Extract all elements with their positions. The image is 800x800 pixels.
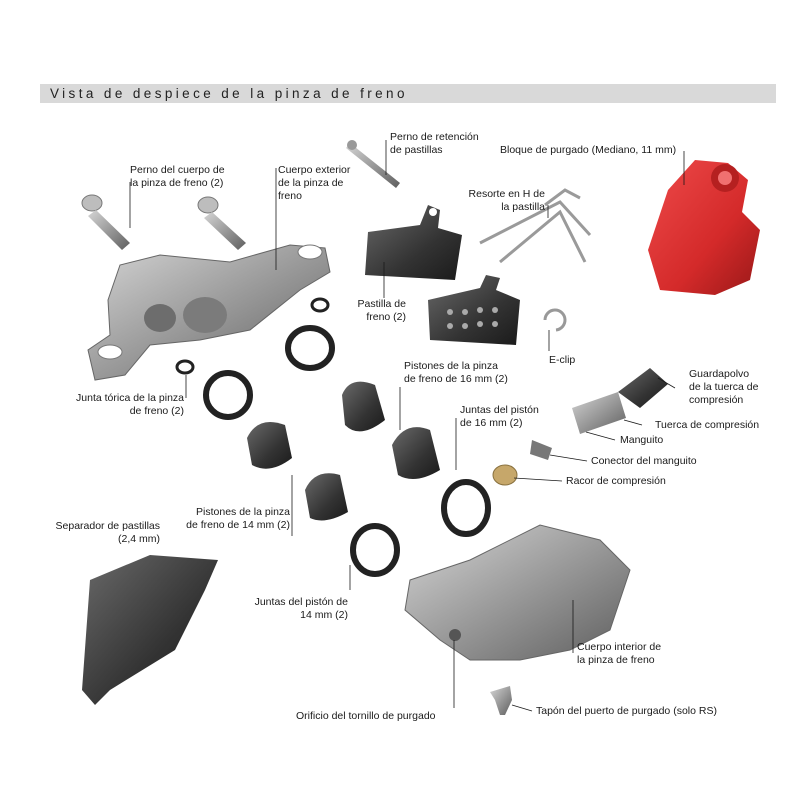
label-piston-seals-16mm: Juntas del pistón de 16 mm (2): [460, 404, 539, 429]
label-compression-fitting: Racor de compresión: [566, 475, 666, 487]
label-hose-barb: Conector del manguito: [591, 455, 697, 467]
piston-14mm-b: [305, 473, 348, 521]
title-bar: Vista de despiece de la pinza de freno: [40, 84, 776, 103]
label-hose: Manguito: [620, 434, 664, 446]
label-pad-spacer: Separador de pastillas (2,4 mm): [55, 520, 160, 545]
piston-seal-14mm-a: [203, 370, 253, 420]
pad-h-spring: [479, 188, 592, 264]
piston-16mm-b: [392, 427, 440, 479]
hose-barb: [530, 440, 552, 460]
label-dust-cover: Guardapolvo de la tuerca de compresión: [689, 368, 759, 406]
pad-spacer: [82, 555, 218, 705]
label-bleed-block: Bloque de purgado (Mediano, 11 mm): [500, 144, 677, 156]
piston-seal-14mm-b: [350, 523, 400, 577]
bleed-port-plug: [490, 686, 512, 715]
label-bleed-screw-hole: Orificio del tornillo de purgado: [296, 710, 436, 722]
bleed-block: [648, 160, 760, 295]
piston-seal-16mm-b: [441, 479, 491, 537]
pad-retention-pin: [346, 140, 400, 188]
label-e-clip: E-clip: [549, 354, 576, 366]
inner-caliper-body: [404, 524, 631, 661]
caliper-o-ring: [175, 297, 330, 375]
label-caliper-body-bolt: Perno del cuerpo de la pinza de freno (2…: [130, 164, 225, 189]
caliper-body-bolt-left: [81, 194, 130, 250]
caliper-body-bolt-right: [197, 196, 246, 250]
piston-14mm-a: [247, 421, 292, 469]
label-caliper-o-ring: Junta tórica de la pinza de freno (2): [76, 392, 184, 417]
compression-fitting: [492, 464, 518, 486]
label-pad-retention-pin: Perno de retención de pastillas: [390, 131, 479, 156]
compression-nut: [572, 392, 626, 434]
label-pad-h-spring: Resorte en H de la pastilla: [468, 188, 545, 213]
label-pistons-16mm: Pistones de la pinza de freno de 16 mm (…: [404, 360, 508, 385]
label-inner-caliper-body: Cuerpo interior de la pinza de freno: [577, 641, 662, 666]
e-clip: [543, 308, 567, 332]
label-piston-seals-14mm: Juntas del pistón de 14 mm (2): [254, 596, 348, 621]
piston-16mm-a: [342, 381, 385, 432]
brake-pad-front: [428, 275, 520, 345]
label-compression-nut: Tuerca de compresión: [655, 419, 760, 431]
piston-seal-16mm-a: [285, 325, 335, 371]
diagram-title: Vista de despiece de la pinza de freno: [50, 86, 408, 101]
label-outer-caliper-body: Cuerpo exterior de la pinza de freno: [278, 164, 351, 202]
compression-nut-dust-cover: [618, 368, 668, 408]
brake-pad-back: [365, 205, 462, 280]
label-brake-pad: Pastilla de freno (2): [357, 298, 406, 323]
leader-lines: [129, 140, 685, 712]
label-bleed-port-plug: Tapón del puerto de purgado (solo RS): [536, 705, 717, 717]
label-pistons-14mm: Pistones de la pinza de freno de 14 mm (…: [186, 506, 290, 531]
outer-caliper-body: [87, 244, 331, 381]
